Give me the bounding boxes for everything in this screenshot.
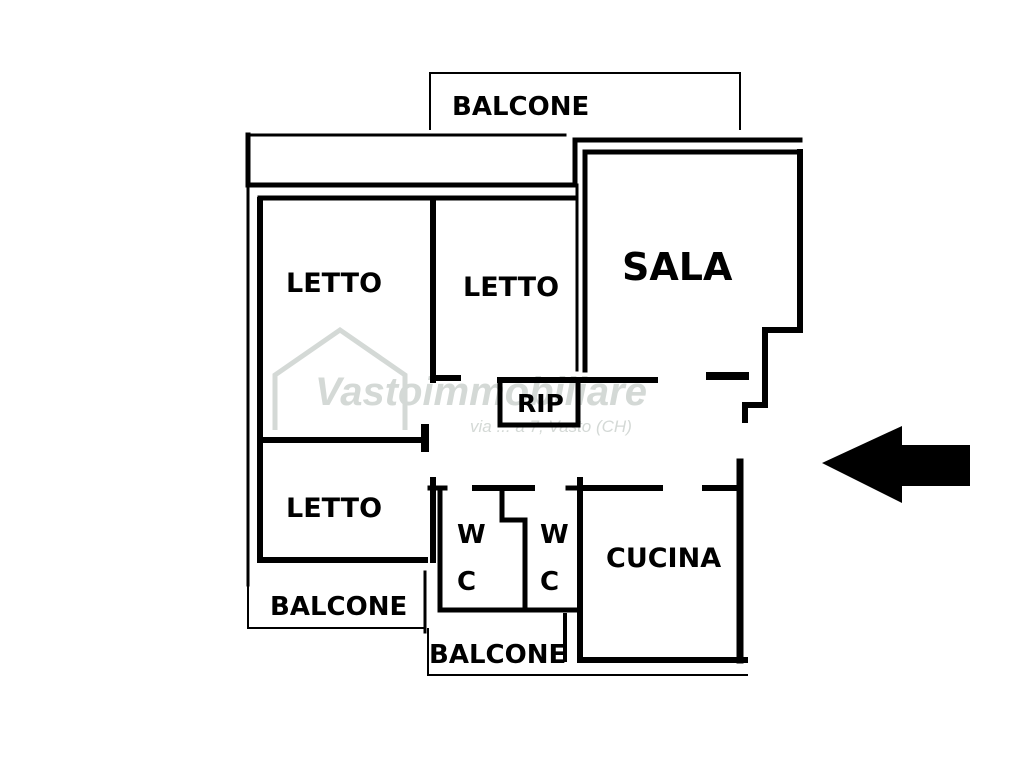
letto-bottom-label: LETTO	[286, 493, 382, 524]
rip-label: RIP	[517, 389, 564, 418]
balcony-outlines	[247, 72, 748, 676]
sala-label: SALA	[622, 245, 733, 289]
balcone-bottom-label: BALCONE	[429, 640, 566, 670]
letto-mid-label: LETTO	[463, 272, 559, 303]
wc1-c-label: C	[457, 567, 476, 597]
cucina-label: CUCINA	[606, 543, 721, 574]
wc2-w-label: W	[540, 520, 569, 550]
wc2-c-label: C	[540, 567, 559, 597]
room-labels: BALCONE LETTO LETTO SALA RIP LETTO W C W…	[270, 92, 733, 670]
left-arrow-icon	[822, 426, 970, 503]
letto-left-label: LETTO	[286, 268, 382, 299]
walls	[245, 132, 803, 664]
wc1-w-label: W	[457, 520, 486, 550]
balcone-left-label: BALCONE	[270, 592, 407, 622]
balcone-top-label: BALCONE	[452, 92, 589, 122]
watermark-house-icon	[272, 326, 408, 430]
watermark-name: Vastoimmobiliare	[315, 370, 647, 414]
